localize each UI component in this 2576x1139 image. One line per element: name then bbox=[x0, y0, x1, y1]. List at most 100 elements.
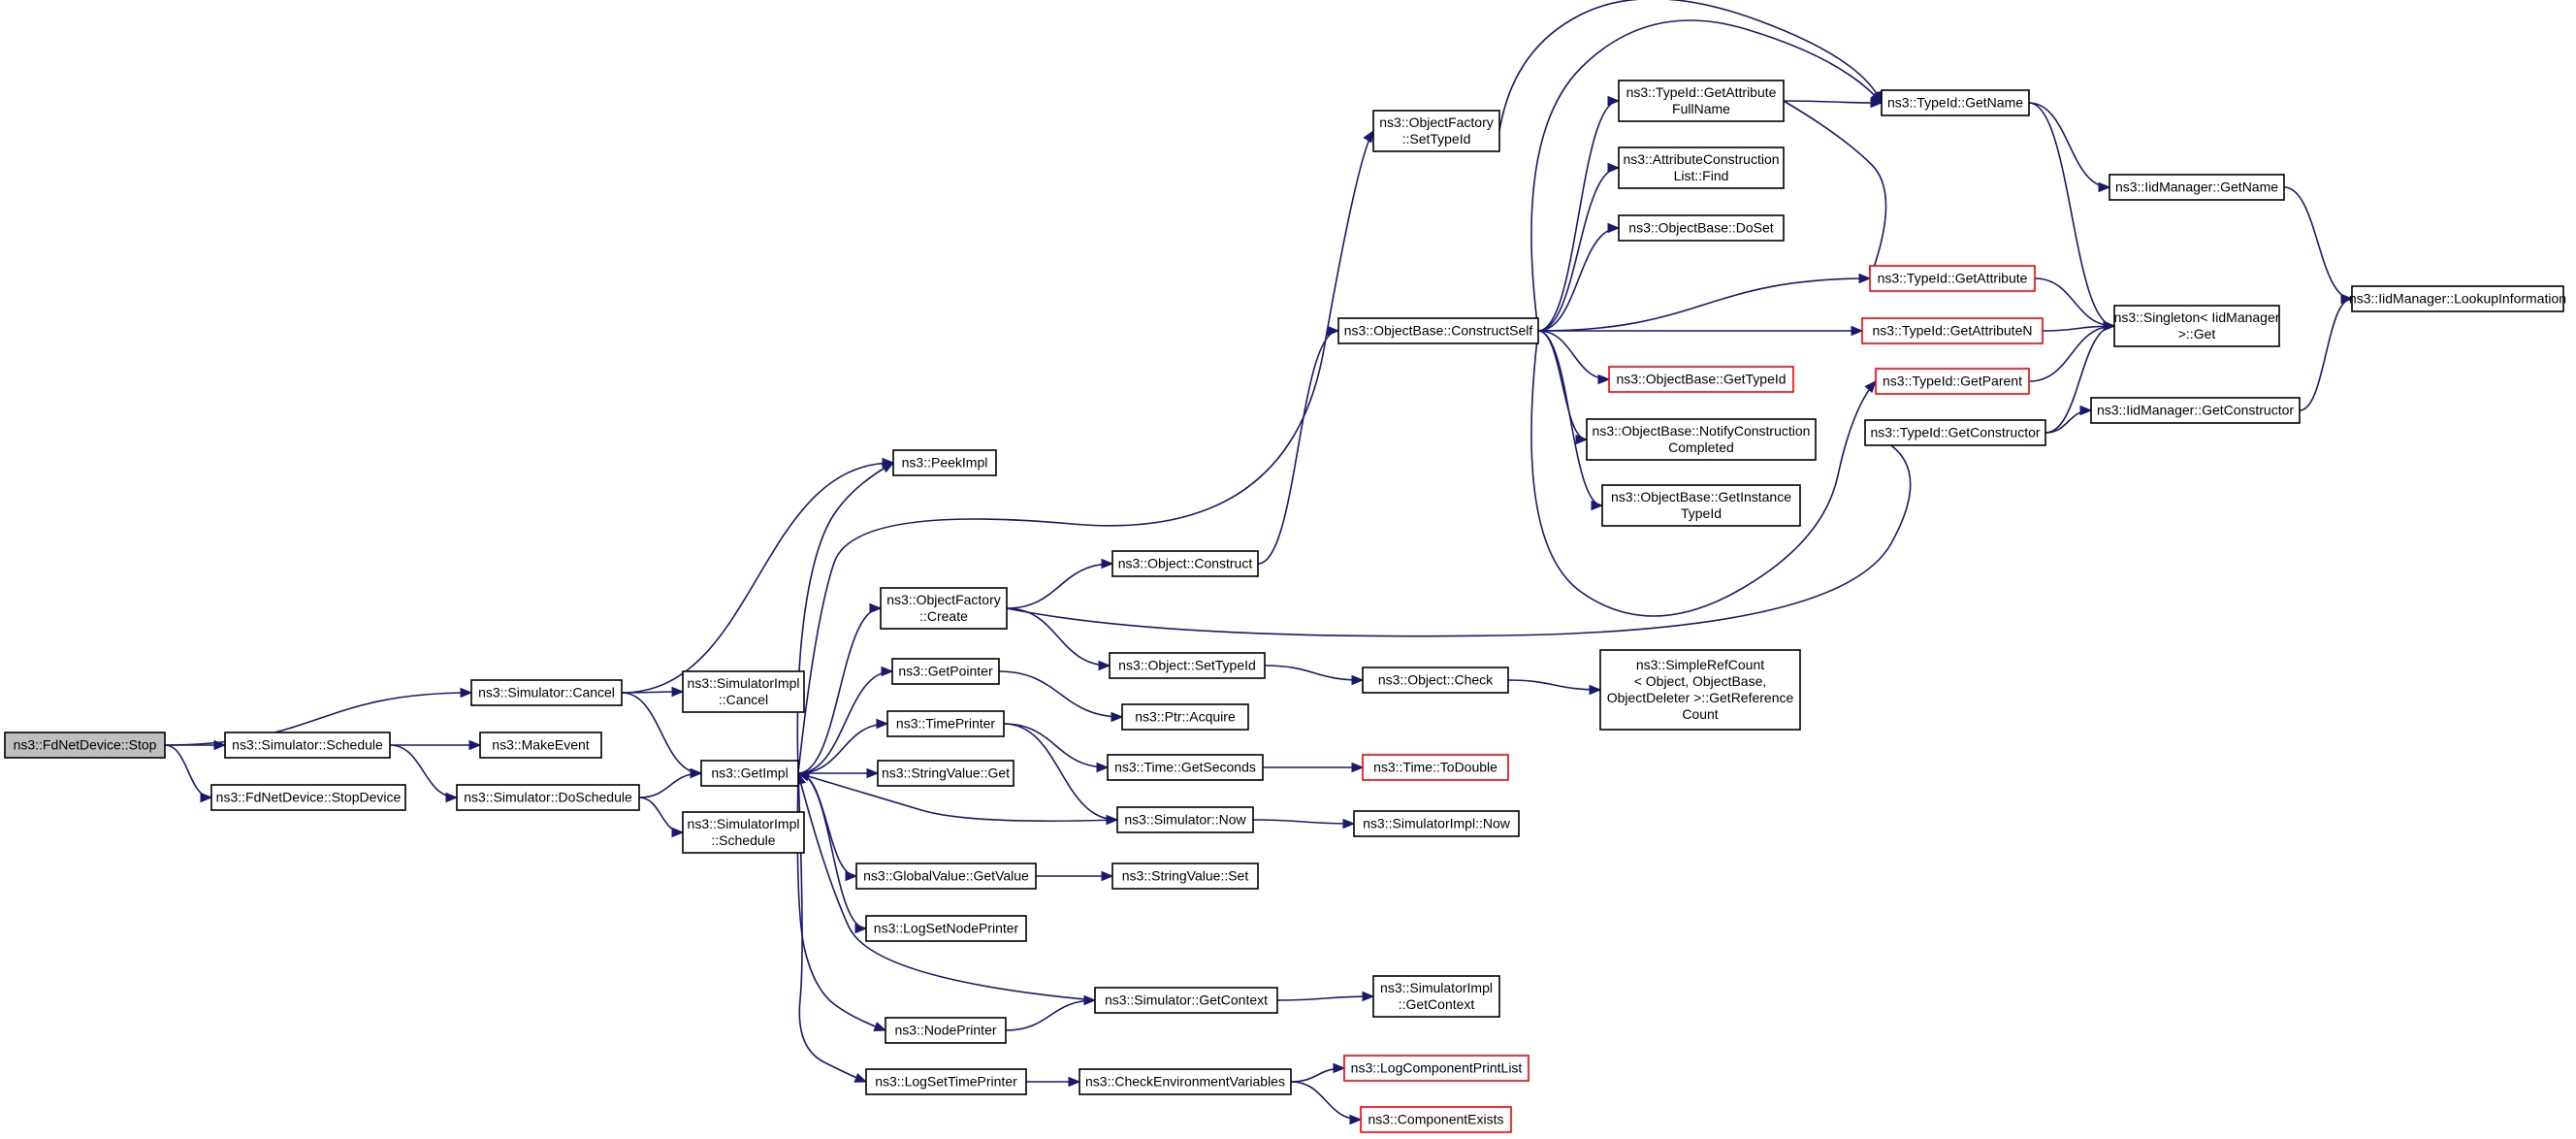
node-getimpl[interactable]: ns3::GetImpl bbox=[700, 760, 799, 787]
node-box bbox=[1111, 550, 1259, 577]
node-objectbase-constructself[interactable]: ns3::ObjectBase::ConstructSelf bbox=[1337, 317, 1539, 344]
node-sim-getcontext[interactable]: ns3::Simulator::GetContext bbox=[1094, 987, 1278, 1014]
node-box bbox=[4, 732, 166, 759]
node-label: ns3::Object::Construct bbox=[1118, 556, 1253, 571]
node-objectbase-notifyconstructioncompleted[interactable]: ns3::ObjectBase::NotifyConstructionCompl… bbox=[1586, 418, 1817, 461]
node-box bbox=[865, 1068, 1027, 1095]
arrowhead-typeid_getconstructor-to-iidmanager_getconstructor bbox=[2079, 405, 2093, 416]
edge-objectbase_constructself-to-typeid_getname bbox=[1530, 19, 1883, 332]
node-typeid-getconstructor[interactable]: ns3::TypeId::GetConstructor bbox=[1864, 419, 2046, 446]
arrowhead-objfactory_create-to-object_settypeid bbox=[1098, 660, 1111, 671]
node-typeid-getattribute[interactable]: ns3::TypeId::GetAttribute bbox=[1869, 265, 2036, 292]
node-label: ns3::PeekImpl bbox=[902, 455, 988, 471]
arrowhead-objectbase_constructself-to-typeid_getattributefullname bbox=[1607, 95, 1621, 107]
node-label: ns3::LogComponentPrintList bbox=[1351, 1060, 1523, 1076]
node-label: ns3::Object::SetTypeId bbox=[1118, 658, 1256, 673]
node-logcomponentprintlist[interactable]: ns3::LogComponentPrintList bbox=[1343, 1055, 1530, 1082]
node-object-construct[interactable]: ns3::Object::Construct bbox=[1111, 550, 1259, 577]
node-iidmanager-lookupinformation[interactable]: ns3::IidManager::LookupInformation bbox=[2349, 285, 2566, 312]
node-iidmanager-getname[interactable]: ns3::IidManager::GetName bbox=[2109, 174, 2285, 201]
node-fdnet-stopdevice[interactable]: ns3::FdNetDevice::StopDevice bbox=[210, 784, 406, 811]
node-getpointer[interactable]: ns3::GetPointer bbox=[891, 658, 1000, 685]
node-box bbox=[700, 760, 799, 787]
node-logsetnodeprinter[interactable]: ns3::LogSetNodePrinter bbox=[865, 915, 1027, 942]
node-makeevent[interactable]: ns3::MakeEvent bbox=[479, 732, 602, 759]
arrowhead-getimpl-to-getpointer bbox=[881, 666, 894, 677]
node-label: >::Get bbox=[2178, 326, 2216, 342]
node-box bbox=[1116, 806, 1254, 833]
arrowhead-objectbase_constructself-to-objectbase_getinstancetypeid bbox=[1591, 500, 1604, 511]
arrowhead-sim_schedule-to-makeevent bbox=[468, 739, 482, 751]
arrowhead-objectbase_constructself-to-typeid_getattribute bbox=[1858, 273, 1872, 284]
node-singleton-iidmanager-get[interactable]: ns3::Singleton< IidManager>::Get bbox=[2113, 305, 2280, 347]
node-typeid-getname[interactable]: ns3::TypeId::GetName bbox=[1881, 89, 2030, 116]
node-nodeprinter[interactable]: ns3::NodePrinter bbox=[885, 1017, 1007, 1044]
edge-object_construct-to-objectbase_constructself bbox=[1257, 330, 1339, 565]
node-objfactory-create[interactable]: ns3::ObjectFactory::Create bbox=[880, 587, 1008, 630]
node-object-check[interactable]: ns3::Object::Check bbox=[1362, 667, 1509, 694]
node-label: ns3::Singleton< IidManager bbox=[2114, 309, 2280, 325]
edge-sim_now-to-getimpl bbox=[797, 772, 1118, 823]
edge-objectbase_constructself-to-objectbase_doset bbox=[1537, 227, 1620, 332]
node-simimpl-getcontext[interactable]: ns3::SimulatorImpl::GetContext bbox=[1372, 975, 1500, 1018]
node-simplerefcount-getreferencecount[interactable]: ns3::SimpleRefCount< Object, ObjectBase,… bbox=[1599, 649, 1801, 731]
node-object-settypeid[interactable]: ns3::Object::SetTypeId bbox=[1109, 652, 1266, 679]
edge-typeid_getattributefullname-to-typeid_getname bbox=[1783, 100, 1883, 104]
node-sim-cancel[interactable]: ns3::Simulator::Cancel bbox=[470, 679, 623, 706]
node-box bbox=[682, 811, 805, 854]
node-time-getseconds[interactable]: ns3::Time::GetSeconds bbox=[1107, 754, 1264, 781]
node-label: FullName bbox=[1672, 101, 1730, 116]
node-simimpl-now[interactable]: ns3::SimulatorImpl::Now bbox=[1353, 810, 1520, 837]
node-checkenv[interactable]: ns3::CheckEnvironmentVariables bbox=[1079, 1068, 1292, 1095]
node-label: ns3::Simulator::Now bbox=[1124, 812, 1246, 828]
node-objectbase-gettypeid[interactable]: ns3::ObjectBase::GetTypeId bbox=[1608, 366, 1794, 393]
node-box bbox=[1362, 754, 1509, 781]
node-objfactory-settypeid[interactable]: ns3::ObjectFactory::SetTypeId bbox=[1372, 110, 1500, 152]
node-ptr-acquire[interactable]: ns3::Ptr::Acquire bbox=[1121, 703, 1249, 731]
arrowhead-objectbase_constructself-to-objectbase_doset bbox=[1607, 222, 1621, 234]
arrowhead-getimpl-to-globalvalue_getvalue bbox=[845, 870, 858, 882]
node-stringvalue-get[interactable]: ns3::StringValue::Get bbox=[877, 760, 1014, 787]
edge-timeprinter-to-time_getseconds bbox=[1003, 723, 1109, 768]
node-typeid-getattributen[interactable]: ns3::TypeId::GetAttributeN bbox=[1861, 317, 2044, 344]
node-label: ns3::Simulator::GetContext bbox=[1105, 993, 1268, 1008]
node-label: ns3::GetImpl bbox=[711, 765, 788, 781]
edge-typeid_getconstructor-to-iidmanager_getconstructor bbox=[2045, 409, 2092, 434]
node-timeprinter[interactable]: ns3::TimePrinter bbox=[886, 710, 1005, 737]
node-label: ns3::StringValue::Get bbox=[882, 765, 1010, 781]
node-box bbox=[1109, 652, 1266, 679]
arrowhead-objectbase_constructself-to-objectbase_gettypeid bbox=[1597, 374, 1611, 385]
node-box bbox=[880, 587, 1008, 630]
node-sim-doschedule[interactable]: ns3::Simulator::DoSchedule bbox=[456, 784, 640, 811]
node-peekimpl[interactable]: ns3::PeekImpl bbox=[892, 449, 997, 476]
node-objectbase-doset[interactable]: ns3::ObjectBase::DoSet bbox=[1618, 214, 1785, 242]
edge-getimpl-to-nodeprinter bbox=[796, 772, 886, 1031]
node-box bbox=[1599, 649, 1801, 731]
node-box bbox=[1618, 214, 1785, 242]
node-typeid-getparent[interactable]: ns3::TypeId::GetParent bbox=[1875, 368, 2030, 395]
node-sim-now[interactable]: ns3::Simulator::Now bbox=[1116, 806, 1254, 833]
node-label: ns3::IidManager::GetConstructor bbox=[2097, 403, 2294, 418]
node-logsettimeprinter[interactable]: ns3::LogSetTimePrinter bbox=[865, 1068, 1027, 1095]
node-globalvalue-getvalue[interactable]: ns3::GlobalValue::GetValue bbox=[855, 862, 1037, 890]
edge-getimpl-to-logsetnodeprinter bbox=[797, 772, 867, 929]
node-simimpl-schedule[interactable]: ns3::SimulatorImpl::Schedule bbox=[682, 811, 805, 854]
node-label: ::GetContext bbox=[1399, 996, 1475, 1012]
node-componentexists[interactable]: ns3::ComponentExists bbox=[1360, 1106, 1512, 1133]
node-label: ns3::TimePrinter bbox=[896, 716, 996, 732]
node-iidmanager-getconstructor[interactable]: ns3::IidManager::GetConstructor bbox=[2090, 397, 2301, 424]
edge-typeid_getname-to-iidmanager_getname bbox=[2028, 102, 2110, 188]
node-time-todouble[interactable]: ns3::Time::ToDouble bbox=[1362, 754, 1509, 781]
node-sim-schedule[interactable]: ns3::Simulator::Schedule bbox=[224, 732, 391, 759]
node-label: ns3::ObjectBase::DoSet bbox=[1628, 220, 1774, 236]
arrowhead-getpointer-to-ptr_acquire bbox=[1111, 711, 1124, 723]
node-label: ns3::AttributeConstruction bbox=[1623, 151, 1779, 167]
node-label: ns3::ComponentExists bbox=[1368, 1112, 1503, 1127]
node-simimpl-cancel[interactable]: ns3::SimulatorImpl::Cancel bbox=[682, 670, 805, 713]
node-label: ns3::TypeId::GetAttribute bbox=[1878, 271, 2028, 286]
node-fdnet-stop[interactable]: ns3::FdNetDevice::Stop bbox=[4, 732, 166, 759]
node-stringvalue-set[interactable]: ns3::StringValue::Set bbox=[1111, 862, 1259, 890]
